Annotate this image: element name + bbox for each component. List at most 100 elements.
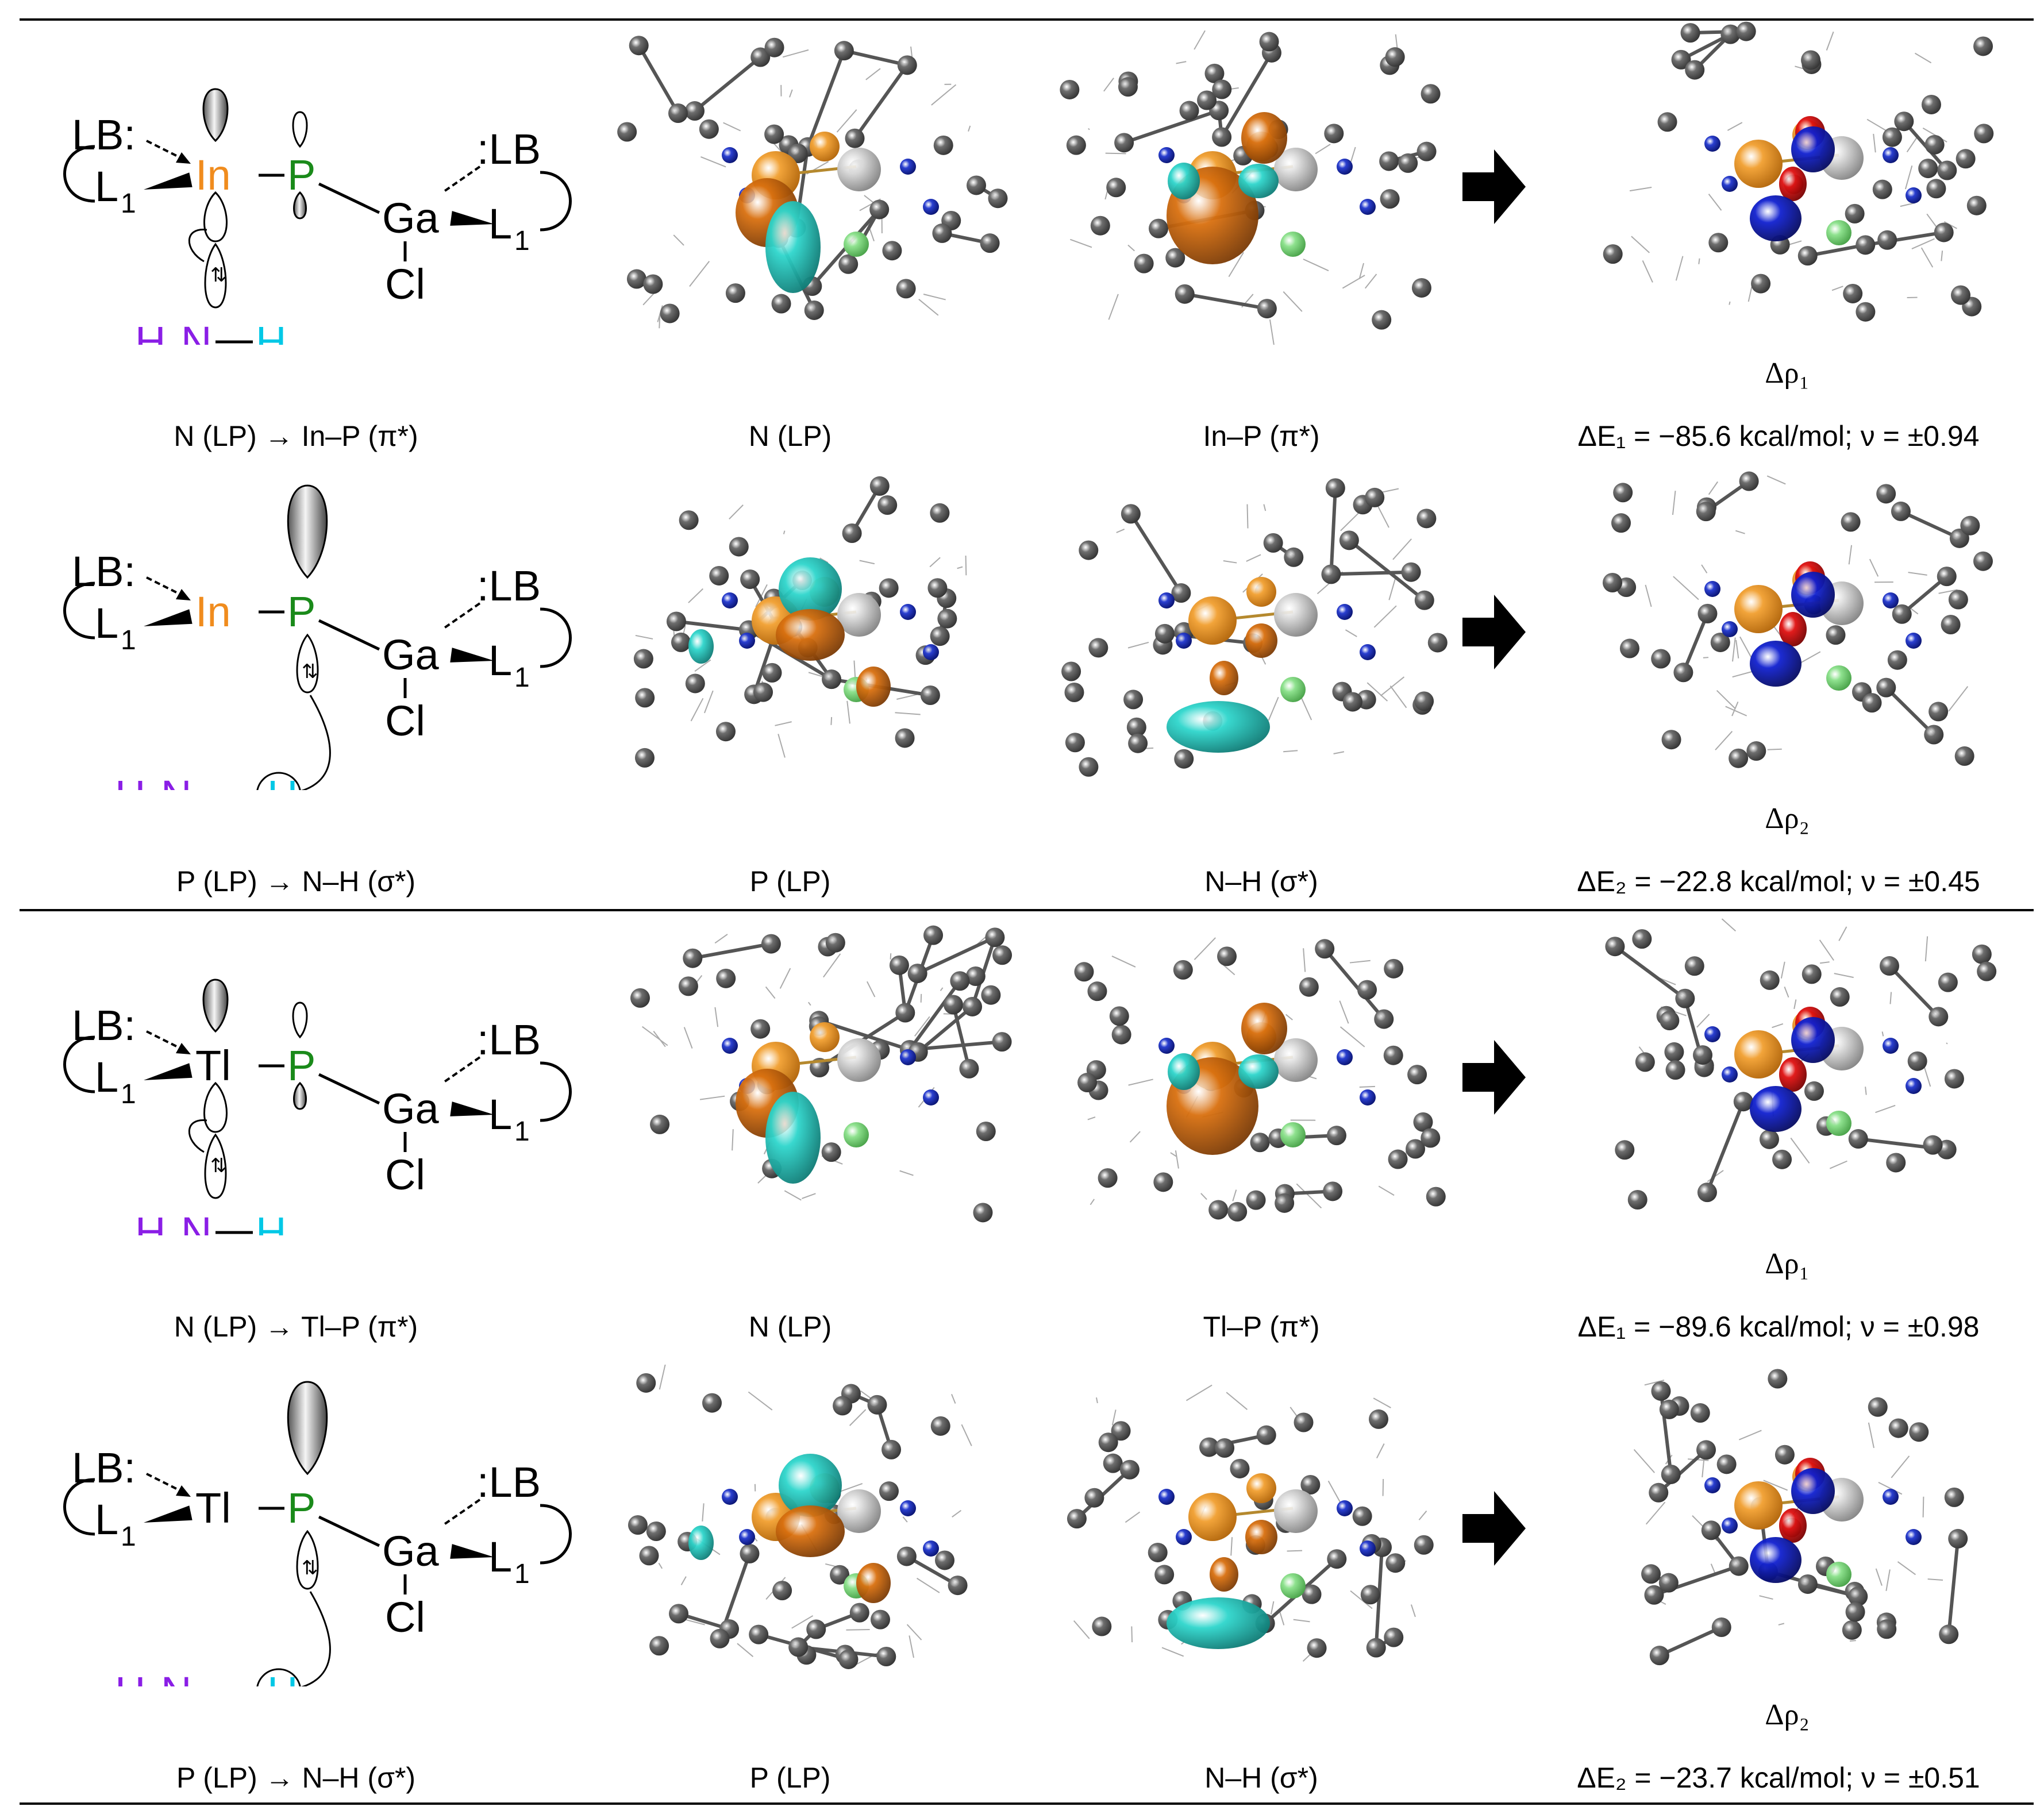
carbon-atom [635,688,655,708]
ligand-wireframe [865,68,881,80]
ligand-wireframe [1673,576,1699,600]
carbon-atom [830,1565,850,1585]
ligand-wireframe [1820,961,1830,964]
carbon-atom [660,303,680,323]
ligand-wireframe [690,698,704,722]
carbon-atom [907,964,927,984]
carbon-atom [1284,547,1304,567]
ligand-wireframe [659,314,661,329]
carbon-atom [1671,49,1691,70]
ligand-wireframe [909,1635,915,1658]
ligand-wireframe [704,690,714,714]
carbon-atom [762,663,782,683]
ligand-wireframe [729,504,744,520]
carbon-atom [1928,1007,1949,1027]
phosphorus-gallium-bond [318,1073,380,1105]
ligand-wireframe [952,1509,962,1518]
carbon-atom [1664,1042,1684,1062]
ligand-wireframe [853,660,856,678]
carbon-atom [1660,1011,1680,1031]
carbon-atom [1845,203,1865,224]
wedge-bond-left [144,1063,193,1080]
ligand-wireframe [1194,937,1216,960]
ligand-wireframe [931,84,957,106]
density-blue [1750,641,1802,687]
carbon-atom [1413,1112,1433,1132]
carbon-atom [1352,1506,1372,1526]
ligand-wireframe [917,1577,940,1593]
carbon-atom [1759,1129,1779,1149]
ligand-wireframe [1268,696,1279,721]
top-rule [20,18,2034,21]
carbon-atom [933,135,953,155]
carbon-atom [750,1019,771,1039]
ligand-wireframe [914,1016,930,1037]
carbon-atom [649,1636,669,1656]
carbon-atom [1739,471,1759,491]
amine-n-label: N [161,1668,191,1686]
nitrogen-atom [1158,147,1175,163]
chlorine-label: Cl [385,1151,425,1199]
hydrogen-label: H [256,1208,286,1235]
phosphorus-label: P [287,1042,315,1089]
carbon-atom [1379,151,1399,171]
carbon-atom [1845,1602,1865,1622]
carbon-atom [1894,111,1914,132]
metal-label: In [195,588,231,635]
ligand-wireframe [1228,252,1244,278]
carbon-atom [988,188,1008,209]
orbital-plot-donor-0 [617,36,1008,329]
carbon-atom [1321,564,1341,584]
carbon-atom [1257,299,1277,319]
bond-stick [1129,513,1183,594]
ligand-wireframe [1875,1568,1883,1586]
ligand-wireframe [1194,30,1206,50]
ligand-wireframe [1088,128,1090,130]
carbon-atom [1733,1092,1753,1112]
nitrogen-atom [1883,1038,1899,1054]
carbon-atom [1060,79,1080,99]
ligand-wireframe [1269,319,1275,345]
ligand-wireframe [808,1002,811,1006]
wedge-bond-right [450,1101,494,1116]
lb-right-label: :LB [477,1458,541,1506]
nitrogen-atom [1906,1529,1922,1545]
carbon-atom [1325,478,1345,498]
carbon-atom [1398,153,1418,173]
carbon-atom [1954,746,1974,766]
ligand-wireframe [1105,152,1126,155]
bond-stick [676,619,749,632]
carbon-atom [882,241,902,261]
ligand-wireframe [1889,992,1892,1004]
ligand-wireframe [1226,1392,1248,1410]
ligand-wireframe [1175,1150,1179,1169]
nitrogen-atom [722,592,738,608]
ligand-wireframe [1629,186,1652,192]
ligand-wireframe [1738,1430,1762,1440]
carbon-atom [1426,1187,1446,1207]
ligand-wireframe [1732,671,1753,678]
carbon-atom [980,233,1000,253]
carbon-atom [1406,1139,1426,1159]
donor-orbital-caption: N (LP) [748,420,832,452]
carbon-atom [1886,1153,1906,1173]
ligand-wireframe [1090,1199,1095,1205]
carbon-atom [1275,1193,1295,1213]
orbital-lobe-orange [776,609,845,661]
ligand-wireframe [789,89,793,98]
carbon-atom [650,1114,670,1134]
p-orbital-bottom-lobe-icon [293,1081,307,1110]
phosphorus-label: P [287,151,315,199]
carbon-atom [1118,77,1138,97]
nitrogen-atom [1704,136,1720,152]
carbon-atom [1077,1073,1098,1093]
carbon-atom [838,1649,859,1669]
carbon-atom [1956,149,1976,169]
ligand-wireframe [723,122,741,132]
carbon-atom [1401,562,1421,582]
ligand-wireframe [1293,1619,1310,1623]
ligand-wireframe [838,1482,863,1493]
carbon-atom [1888,1418,1908,1438]
ligand-wireframe [1897,1561,1916,1576]
l1-left-subscript: 1 [121,1079,136,1110]
